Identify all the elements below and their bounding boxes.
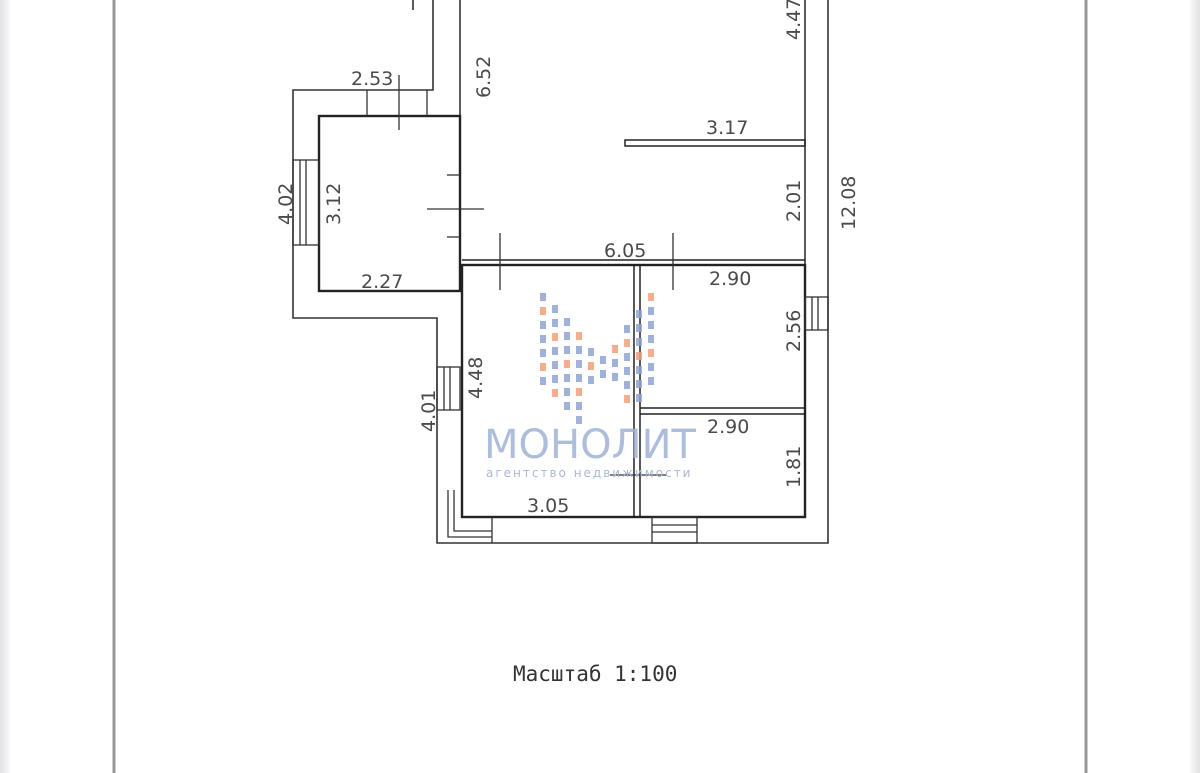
dim-label: 2.56 [783,310,805,352]
dim-label: 2.01 [783,180,805,222]
logo-dot [540,321,546,329]
logo-dot [552,319,558,327]
dim-label: 4.48 [465,357,487,399]
logo-dot [612,359,618,367]
logo-tagline: агентство недвижимости [486,466,692,480]
logo-dot [564,346,570,354]
logo-dot [624,339,630,347]
logo-dot [540,349,546,357]
logo-dot [612,373,618,381]
logo-dot [576,402,582,410]
logo-dot [564,388,570,396]
logo-dot [648,363,654,371]
logo-dot [540,307,546,315]
logo-dot [540,335,546,343]
logo-dot [636,310,642,318]
dim-label: 6.05 [604,240,646,262]
logo-dot [612,345,618,353]
logo-dot [576,388,582,396]
logo-dot [552,347,558,355]
logo-dot [564,360,570,368]
logo-dot [564,402,570,410]
dim-label: 2.27 [361,271,403,293]
logo-dot [624,367,630,375]
logo-dot [624,325,630,333]
monolit-logo-mark [540,293,654,424]
dim-label: 12.08 [838,176,860,230]
dim-label: 4.01 [418,390,440,432]
logo-dot [588,376,594,384]
logo-dot [576,374,582,382]
logo-dot [576,332,582,340]
logo-dot [552,333,558,341]
logo-dot [636,338,642,346]
logo-dot [636,380,642,388]
logo-dot [636,394,642,402]
logo-dot [648,293,654,301]
dim-label: 2.53 [351,68,393,90]
dim-label: 3.12 [323,183,345,225]
logo-dot [624,381,630,389]
dim-label: 6.52 [473,56,495,98]
logo-dot [552,375,558,383]
logo-dot [588,348,594,356]
dim-label: 3.17 [706,117,748,139]
dim-label: 4.47 [783,0,805,40]
dim-label: 3.05 [527,495,569,517]
logo-dot [576,360,582,368]
logo-dot [552,305,558,313]
dim-label: 4.02 [275,183,297,225]
logo-dot [648,349,654,357]
logo-dot [540,293,546,301]
page-edge-left [0,0,10,773]
scale-label: Масштаб 1:100 [513,662,677,686]
logo-dot [576,346,582,354]
windows-doors [292,75,829,544]
logo-brand-text: МОНОЛИТ [484,422,697,468]
dim-label: 2.90 [707,416,749,438]
logo-dot [564,318,570,326]
logo-dot [600,356,606,364]
logo-dot [648,335,654,343]
logo-dot [576,416,582,424]
logo-dot [648,307,654,315]
logo-dot [552,361,558,369]
logo-dot [624,353,630,361]
logo-dot [636,352,642,360]
logo-dot [648,321,654,329]
dim-label: 1.81 [783,446,805,488]
logo-dot [552,389,558,397]
logo-dot [636,324,642,332]
page-edge-right [1190,0,1200,773]
logo-dot [540,377,546,385]
dim-label: 2.90 [709,268,751,290]
logo-dot [636,366,642,374]
logo-dot [648,377,654,385]
logo-dot [588,362,594,370]
logo-dot [564,332,570,340]
logo-dot [540,363,546,371]
logo-dot [564,374,570,382]
logo-dot [600,370,606,378]
logo-dot [624,395,630,403]
